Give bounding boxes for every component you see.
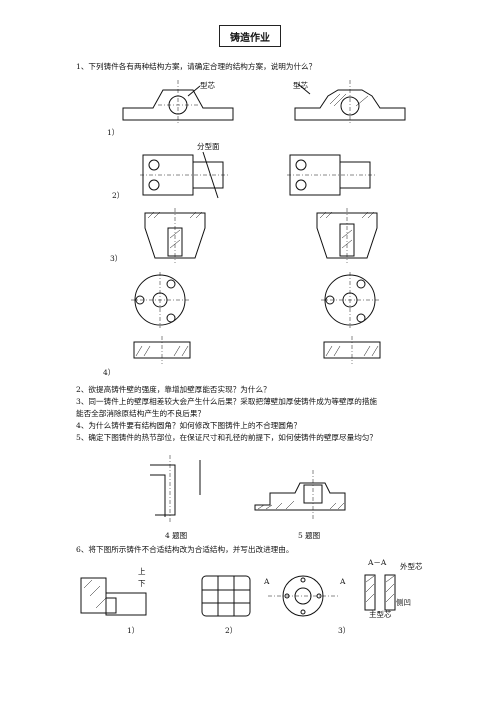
figure-4-right (321, 272, 381, 364)
figure-6-2 (201, 575, 251, 617)
figure-6-1 (80, 577, 147, 616)
down-label: 下 (138, 579, 146, 588)
figure-2-left (140, 151, 230, 199)
fig6-item-2: 2） (225, 626, 238, 635)
question-4: 4、为什么铸件要有结构圆角？如何修改下图铸件上的不合理圆角？ (76, 421, 302, 430)
outer-core-label: 外型芯 (400, 562, 423, 571)
fig6-item-3: 3） (338, 626, 351, 635)
figure-3-right (316, 208, 378, 263)
core-label-left: 型芯 (200, 81, 215, 90)
side-recess-label: 侧凹 (396, 598, 411, 607)
item-3-label: 3） (110, 254, 123, 263)
page-title: 铸造作业 (219, 25, 281, 47)
figure-3-left (144, 208, 206, 263)
up-label: 上 (138, 567, 146, 576)
section-aa-label: A－A (368, 558, 387, 567)
parting-surface-label: 分型面 (197, 142, 220, 151)
question-3-line1: 3、同一铸件上的壁厚相差较大会产生什么后果？采取把薄壁加厚使铸件成为等壁厚的措施 (76, 397, 377, 406)
figure-6-3 (268, 575, 338, 617)
item-4-label: 4） (103, 368, 116, 377)
caption-figure-5: 5 题图 (298, 531, 321, 540)
main-core-label: 主型芯 (369, 610, 392, 619)
core-label-right: 型芯 (293, 81, 308, 90)
section-a-right: A (340, 577, 346, 586)
section-a-left: A (264, 577, 270, 586)
figure-6-3-section (364, 574, 396, 611)
item-1-label: 1） (107, 128, 120, 137)
figure-q5 (254, 470, 346, 520)
fig6-item-1: 1） (127, 626, 140, 635)
caption-figure-4: 4 题图 (165, 531, 188, 540)
figure-2-right (287, 154, 377, 196)
question-5: 5、确定下图铸件的热节部位，在保证尺寸和孔径的前提下，如何使铸件的壁厚尽量均匀？ (76, 433, 377, 442)
figure-1-right (294, 80, 406, 123)
figure-q4 (150, 455, 201, 523)
figure-1-left (122, 80, 234, 123)
figure-4-left (131, 272, 191, 364)
question-1: 1、下列铸件各有两种结构方案，请确定合理的结构方案，说明为什么？ (76, 62, 317, 71)
question-2: 2、欲提高铸件壁的强度，靠增加壁厚能否实现？为什么？ (76, 385, 271, 394)
item-2-label: 2） (112, 191, 125, 200)
question-3-line2: 能否全部消除原结构产生的不良后果？ (76, 409, 206, 418)
question-6: 6、将下图所示铸件不合适结构改为合适结构，并写出改进理由。 (76, 545, 294, 554)
